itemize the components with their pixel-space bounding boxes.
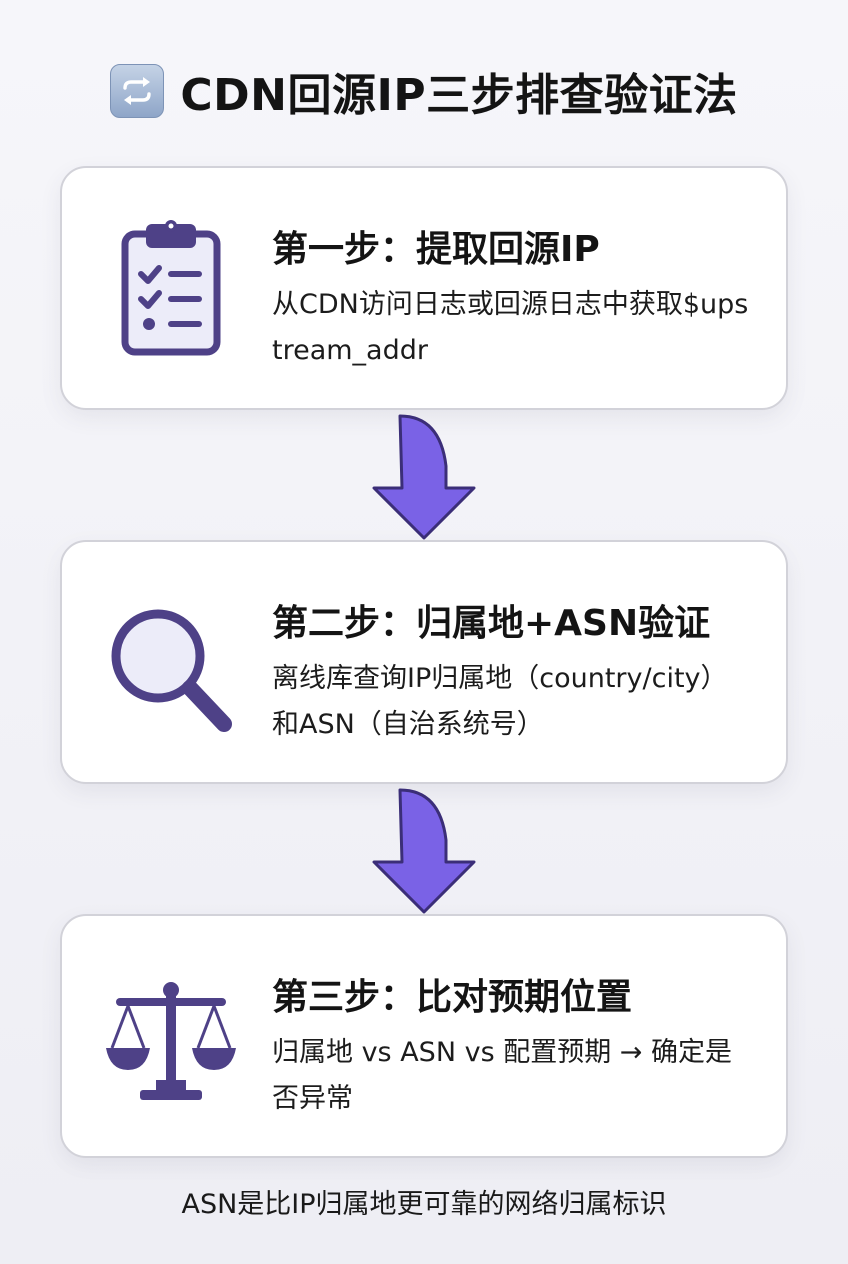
clipboard-checklist-icon	[106, 218, 236, 358]
page-title: CDN回源IP三步排查验证法	[180, 70, 738, 121]
repeat-arrows-icon	[110, 64, 165, 118]
magnifier-icon	[106, 592, 236, 732]
page-title-row: CDN回源IP三步排查验证法	[0, 56, 848, 126]
repeat-arrows-icon-graphic	[123, 77, 152, 105]
step-card-3: 第三步：比对预期位置 归属地 vs ASN vs 配置预期 → 确定是否异常	[60, 914, 788, 1158]
step-card-2: 第二步：归属地+ASN验证 离线库查询IP归属地（country/city）和A…	[60, 540, 788, 784]
step-3-title: 第三步：比对预期位置	[272, 977, 633, 1018]
step-2-description: 离线库查询IP归属地（country/city）和ASN（自治系统号）	[272, 663, 728, 740]
step-1-description: 从CDN访问日志或回源日志中获取$upstream_addr	[272, 289, 749, 366]
footer-note: ASN是比IP归属地更可靠的网络归属标识	[181, 1189, 667, 1220]
balance-scale-icon	[106, 966, 236, 1106]
step-2-title: 第二步：归属地+ASN验证	[272, 603, 711, 644]
step-1-title: 第一步：提取回源IP	[272, 229, 600, 270]
down-arrow-icon	[366, 788, 482, 916]
step-3-description: 归属地 vs ASN vs 配置预期 → 确定是否异常	[272, 1037, 733, 1114]
step-card-1: 第一步：提取回源IP 从CDN访问日志或回源日志中获取$upstream_add…	[60, 166, 788, 410]
down-arrow-icon	[366, 414, 482, 542]
